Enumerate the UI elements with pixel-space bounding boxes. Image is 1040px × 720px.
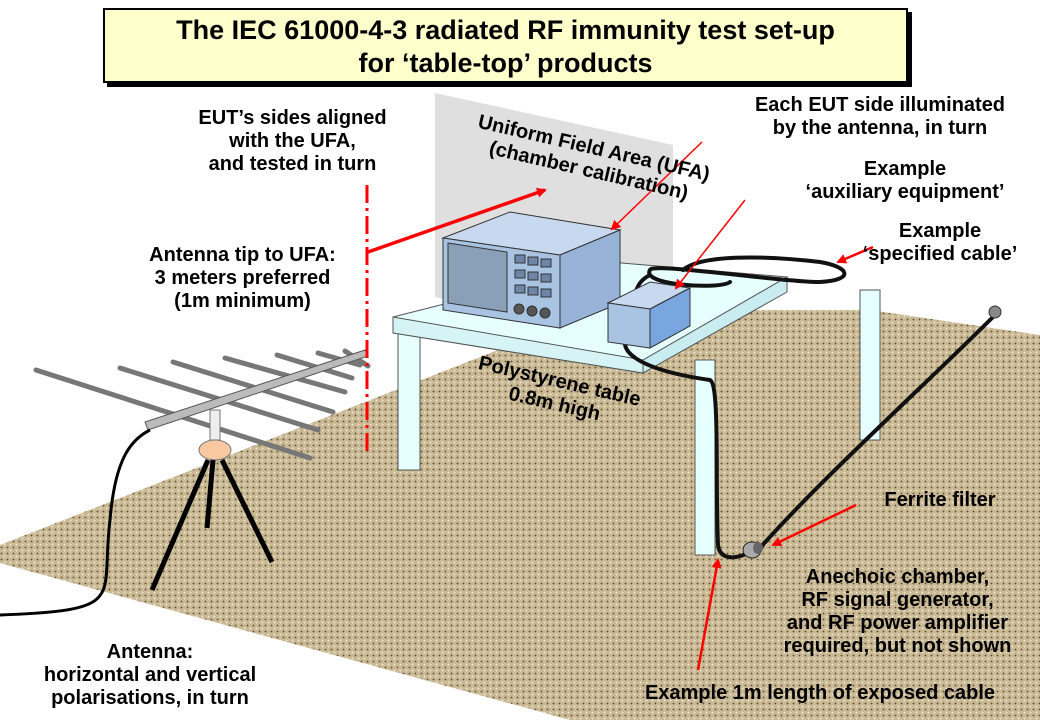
label-line: polarisations, in turn <box>51 687 249 709</box>
label-line: ‘auxiliary equipment’ <box>805 181 1005 203</box>
exposed-cable-label: Example 1m length of exposed cable <box>644 682 996 704</box>
eut-sides-label: EUT’s sides aligned with the UFA, and te… <box>185 107 400 176</box>
label-line: Each EUT side illuminated <box>754 94 1006 116</box>
eut-equipment <box>441 211 622 329</box>
pointer-arrows <box>367 141 874 671</box>
label-line: ‘specified cable’ <box>862 243 1018 265</box>
diagram-title: The IEC 61000-4-3 radiated RF immunity t… <box>103 8 908 83</box>
title-line-2: for ‘table-top’ products <box>358 48 653 78</box>
auxiliary-equipment <box>606 281 692 349</box>
label-line: horizontal and vertical <box>43 664 257 686</box>
power-plug <box>988 305 1002 319</box>
label-line: Antenna tip to UFA: <box>149 244 336 266</box>
label-line: by the antenna, in turn <box>772 117 988 139</box>
antenna-distance-label: Antenna tip to UFA: 3 meters preferred (… <box>125 244 360 313</box>
specified-cable-label: Example ‘specified cable’ <box>840 220 1040 266</box>
ground-plane <box>0 310 1040 720</box>
label-line: and RF power amplifier <box>786 612 1009 634</box>
label-line: Anechoic chamber, <box>805 566 990 588</box>
label-line: and tested in turn <box>208 153 377 175</box>
label-line: (1m minimum) <box>174 290 311 312</box>
label-line: 3 meters preferred <box>154 267 331 289</box>
label-line: Antenna: <box>106 641 194 663</box>
ferrite-filter <box>742 541 763 559</box>
antenna-label: Antenna: horizontal and vertical polaris… <box>15 641 285 710</box>
label-line: Example <box>898 220 982 242</box>
ferrite-filter-label: Ferrite filter <box>884 489 996 511</box>
antenna <box>0 348 371 617</box>
label-line: RF signal generator, <box>801 589 994 611</box>
title-line-1: The IEC 61000-4-3 radiated RF immunity t… <box>176 15 835 45</box>
aux-equipment-label: Example ‘auxiliary equipment’ <box>780 158 1030 204</box>
chamber-note-label: Anechoic chamber, RF signal generator, a… <box>755 566 1040 658</box>
each-side-label: Each EUT side illuminated by the antenna… <box>725 94 1035 140</box>
label-line: Example <box>863 158 947 180</box>
label-line: EUT’s sides aligned <box>198 107 387 129</box>
label-line: with the UFA, <box>229 130 356 152</box>
label-line: required, but not shown <box>783 635 1012 657</box>
